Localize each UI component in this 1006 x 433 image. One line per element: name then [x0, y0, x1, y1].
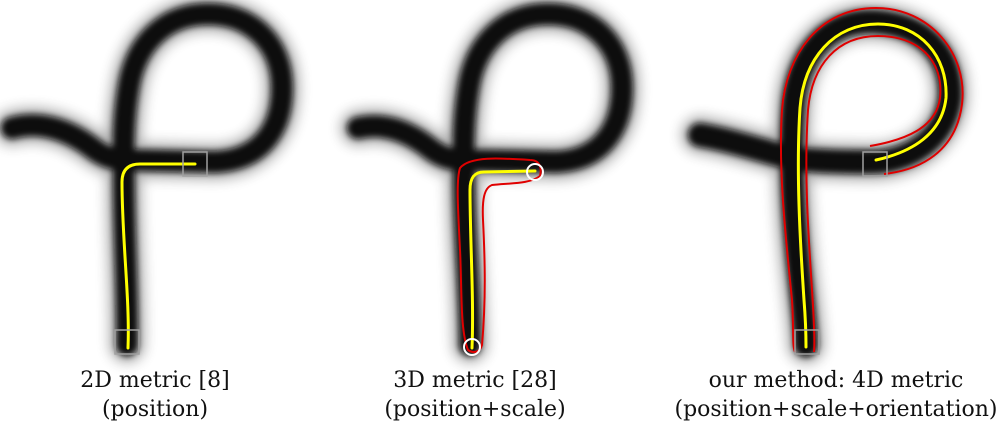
start-point-circle: [526, 163, 544, 181]
tubular-boundary: [456, 157, 542, 354]
caption-subtitle: (position+scale): [384, 397, 566, 422]
caption-title: 2D metric [8]: [80, 368, 230, 393]
end-point-box: [794, 329, 820, 355]
end-point-box: [114, 329, 140, 355]
end-point-circle: [463, 338, 481, 356]
tubular-boundary: [779, 6, 964, 353]
caption-4d-metric: our method: 4D metric (position+scale+or…: [668, 366, 1004, 424]
geodesic-path: [120, 162, 197, 350]
start-point-box: [862, 151, 888, 177]
panel-4d-metric: [681, 2, 970, 364]
geodesic-path: [468, 169, 537, 350]
handwritten-stroke-image: [340, 0, 640, 363]
handwritten-stroke-image: [681, 2, 970, 364]
caption-2d-metric: 2D metric [8] (position): [30, 366, 280, 424]
caption-title: 3D metric [28]: [393, 368, 557, 393]
caption-subtitle: (position+scale+orientation): [674, 397, 998, 422]
handwritten-stroke-image: [0, 0, 300, 363]
caption-title: our method: 4D metric: [708, 368, 964, 393]
panel-3d-metric: [340, 0, 640, 363]
caption-subtitle: (position): [101, 397, 209, 422]
panel-2d-metric: [0, 0, 300, 363]
start-point-box: [182, 151, 208, 177]
caption-3d-metric: 3D metric [28] (position+scale): [340, 366, 610, 424]
geodesic-path: [796, 22, 948, 349]
